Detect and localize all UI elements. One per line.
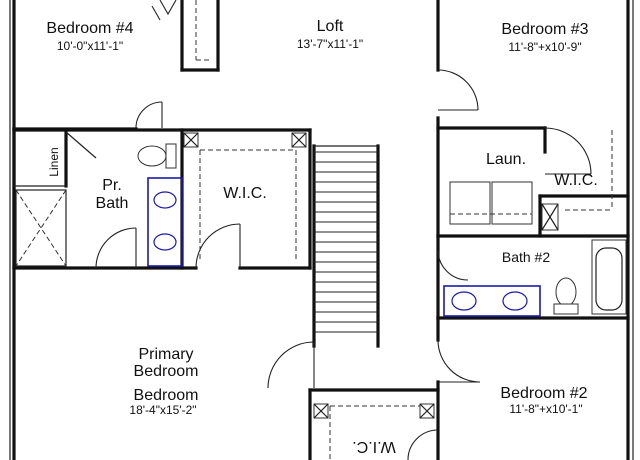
pr-bath-label-2: Bath <box>96 195 129 212</box>
room-labels: Bedroom #4 10'-0"x11'-1" Loft 13'-7"x11'… <box>46 18 597 455</box>
right-rooms <box>308 0 630 460</box>
primary-bedroom-dim: 18'-4"x15'-2" <box>129 403 196 417</box>
bath-2-label: Bath #2 <box>502 249 550 265</box>
bedroom-4-name: Bedroom #4 <box>46 20 133 37</box>
wic-bedroom-3-label: W.I.C. <box>554 172 598 189</box>
primary-bedroom-label-2: Bedroom <box>134 363 199 380</box>
linen-label: Linen <box>47 147 61 176</box>
pr-bath-label-1: Pr. <box>102 177 122 194</box>
wic-primary-label: W.I.C. <box>223 185 267 202</box>
primary-bath-block <box>12 127 312 270</box>
laundry-label: Laun. <box>486 151 526 168</box>
bedroom-2-dim: 11'-8"+x10'-1" <box>509 402 582 416</box>
staircase <box>267 144 380 389</box>
loft-dim: 13'-7"x11'-1" <box>297 37 363 51</box>
loft-name: Loft <box>317 18 344 35</box>
primary-bedroom-label-3: Bedroom <box>134 387 199 404</box>
wic-bottom-label: W.I.C. <box>352 438 396 455</box>
bedroom-3-dim: 11'-8"+x10'-9" <box>508 40 581 54</box>
bedroom-3-name: Bedroom #3 <box>501 21 588 38</box>
bedroom-2-name: Bedroom #2 <box>500 385 587 402</box>
bedroom-4-dim: 10'-0"x11'-1" <box>57 39 123 53</box>
primary-bedroom-label-1: Primary <box>138 346 193 363</box>
